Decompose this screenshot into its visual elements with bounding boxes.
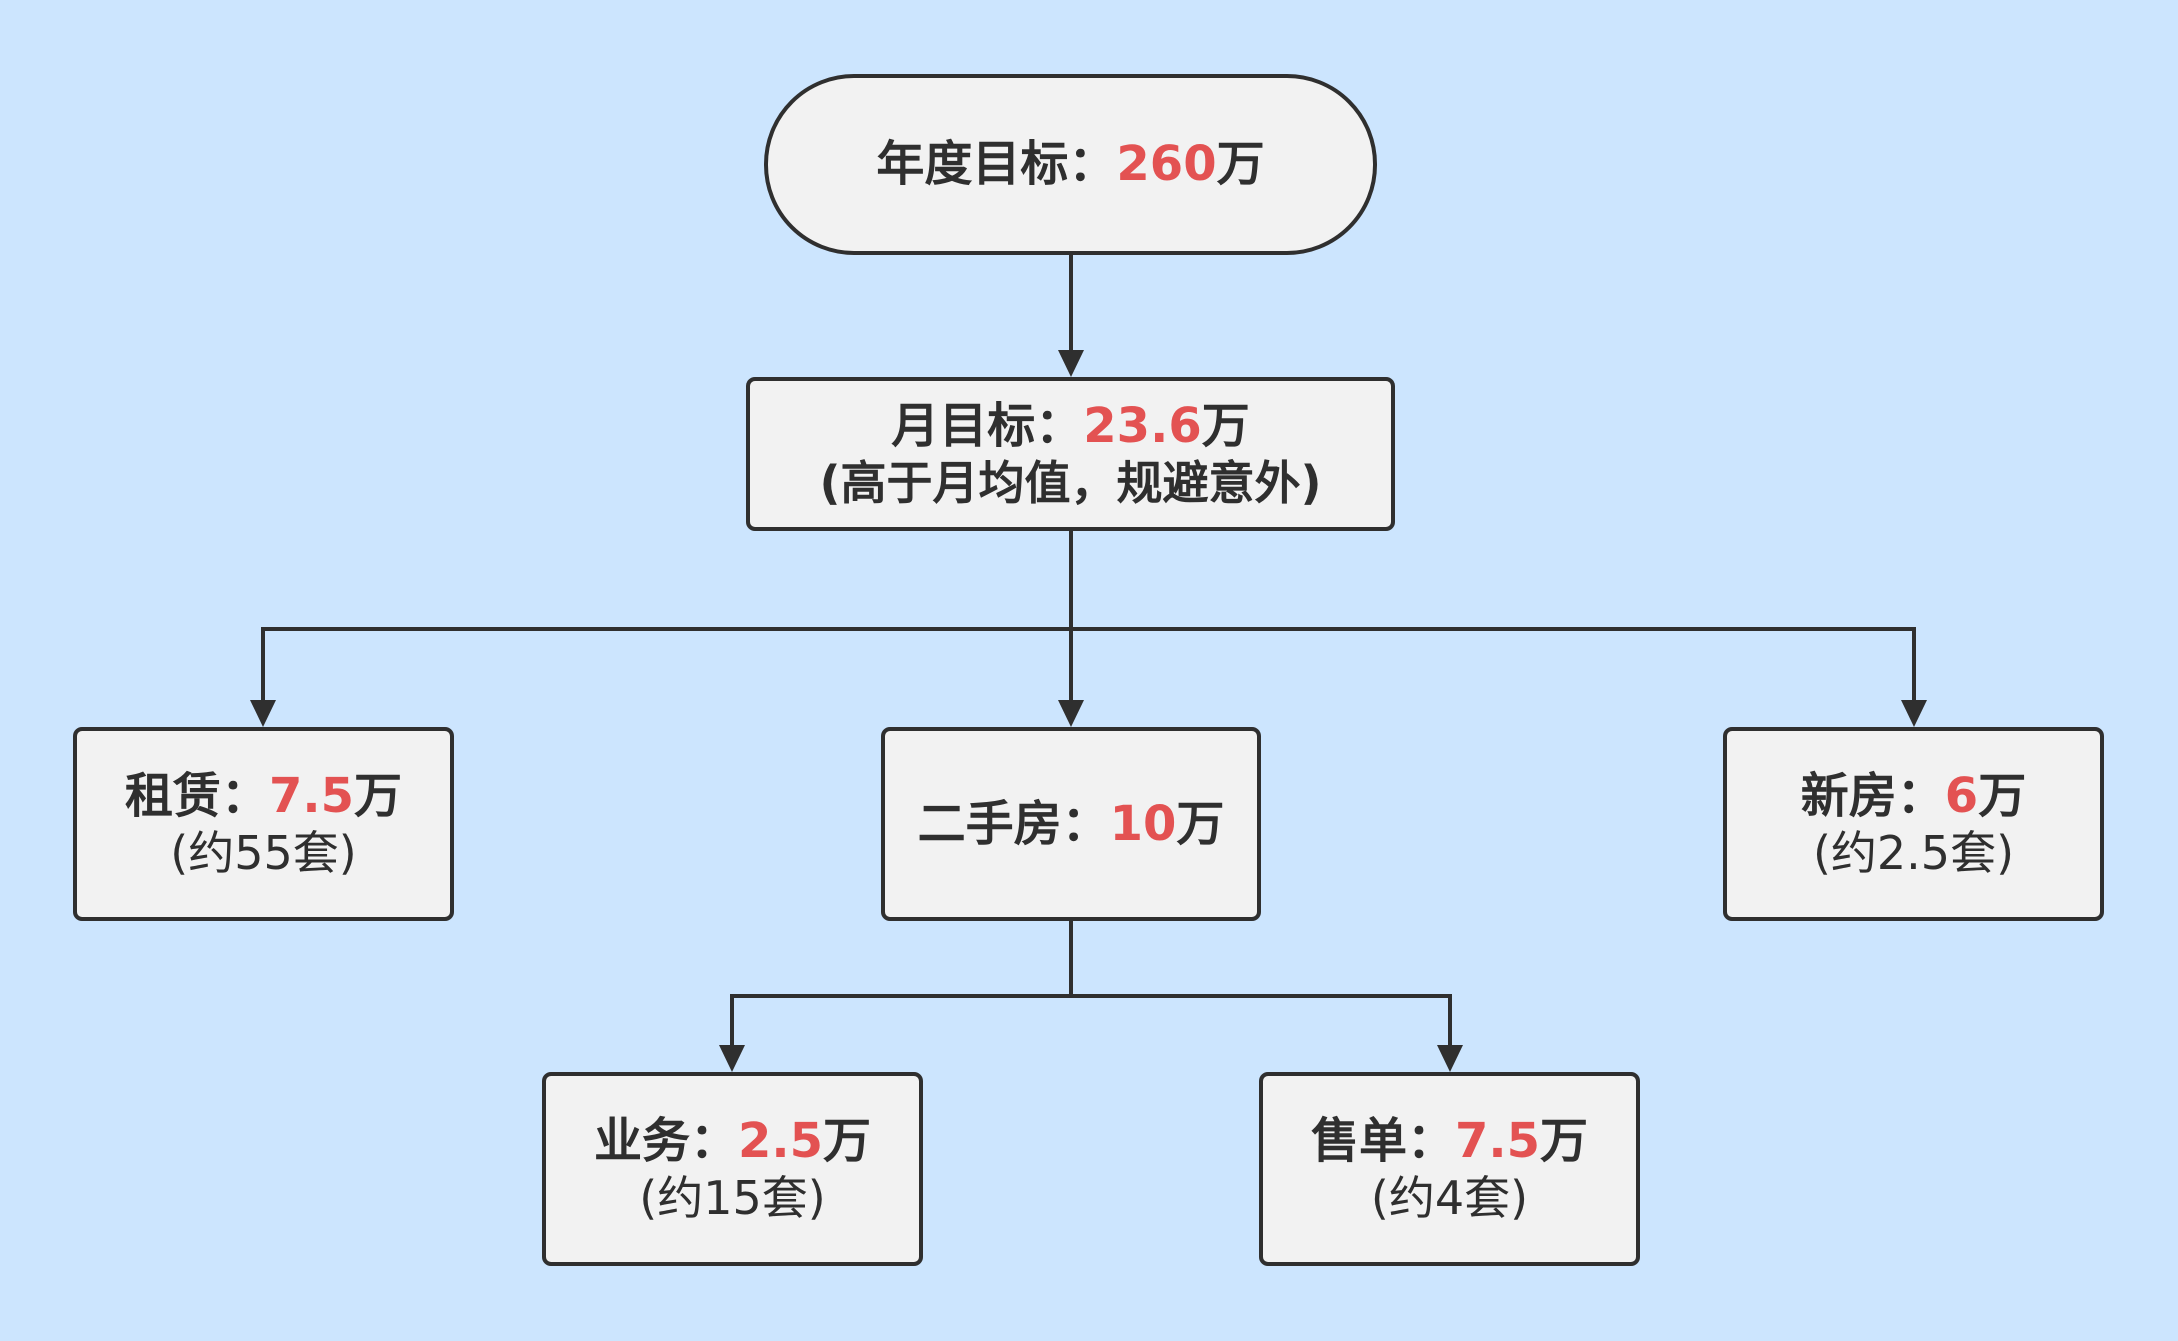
node-new-house: 新房：6万 (约2.5套) [1723,727,2104,921]
business-label: 业务： [593,1112,738,1169]
arrowhead-rent [250,700,276,727]
business-value: 2.5 [737,1112,824,1169]
arrowhead-sale [1437,1045,1463,1072]
sale-note: (约4套) [1370,1171,1529,1226]
second-hand-text: 二手房：10万 [918,795,1225,854]
second-hand-value: 10 [1109,795,1177,852]
annual-target-label: 年度目标： [876,136,1117,193]
annual-target-text: 年度目标：260万 [876,135,1264,194]
monthly-target-value: 23.6 [1083,397,1202,454]
monthly-target-label: 月目标： [891,397,1084,454]
rent-value: 7.5 [268,767,355,824]
sale-label: 售单： [1310,1112,1455,1169]
edge-monthly-to-rent [261,627,1071,700]
node-monthly-target: 月目标：23.6万 (高于月均值，规避意外) [746,377,1395,531]
arrowhead-monthly [1058,350,1084,377]
node-second-hand: 二手房：10万 [881,727,1261,921]
monthly-target-note: (高于月均值，规避意外) [819,456,1322,511]
node-annual-target: 年度目标：260万 [764,74,1377,255]
edge-second-to-sale [1071,994,1452,1045]
business-note: (约15套) [639,1171,826,1226]
rent-text: 租赁：7.5万 [125,767,402,826]
monthly-target-unit: 万 [1201,397,1250,454]
arrowhead-business [719,1045,745,1072]
second-hand-unit: 万 [1176,795,1225,852]
business-unit: 万 [823,1112,872,1169]
new-house-label: 新房： [1800,767,1945,824]
second-hand-label: 二手房： [917,795,1110,852]
arrowhead-new-house [1901,700,1927,727]
sale-value: 7.5 [1454,1112,1541,1169]
arrowhead-second-hand [1058,700,1084,727]
annual-target-unit: 万 [1216,136,1265,193]
new-house-unit: 万 [1978,767,2027,824]
new-house-text: 新房：6万 [1801,767,2026,826]
node-business: 业务：2.5万 (约15套) [542,1072,923,1266]
new-house-value: 6 [1944,767,1979,824]
node-sale: 售单：7.5万 (约4套) [1259,1072,1640,1266]
monthly-target-text: 月目标：23.6万 [891,397,1249,456]
rent-label: 租赁： [124,767,269,824]
edge-second-to-business [730,994,1071,1045]
edge-monthly-to-new-house [1071,627,1916,700]
sale-text: 售单：7.5万 [1311,1112,1588,1171]
rent-note: (约55套) [170,826,357,881]
annual-target-value: 260 [1116,136,1217,193]
node-rent: 租赁：7.5万 (约55套) [73,727,454,921]
new-house-note: (约2.5套) [1812,826,2015,881]
business-text: 业务：2.5万 [594,1112,871,1171]
rent-unit: 万 [354,767,403,824]
sale-unit: 万 [1540,1112,1589,1169]
